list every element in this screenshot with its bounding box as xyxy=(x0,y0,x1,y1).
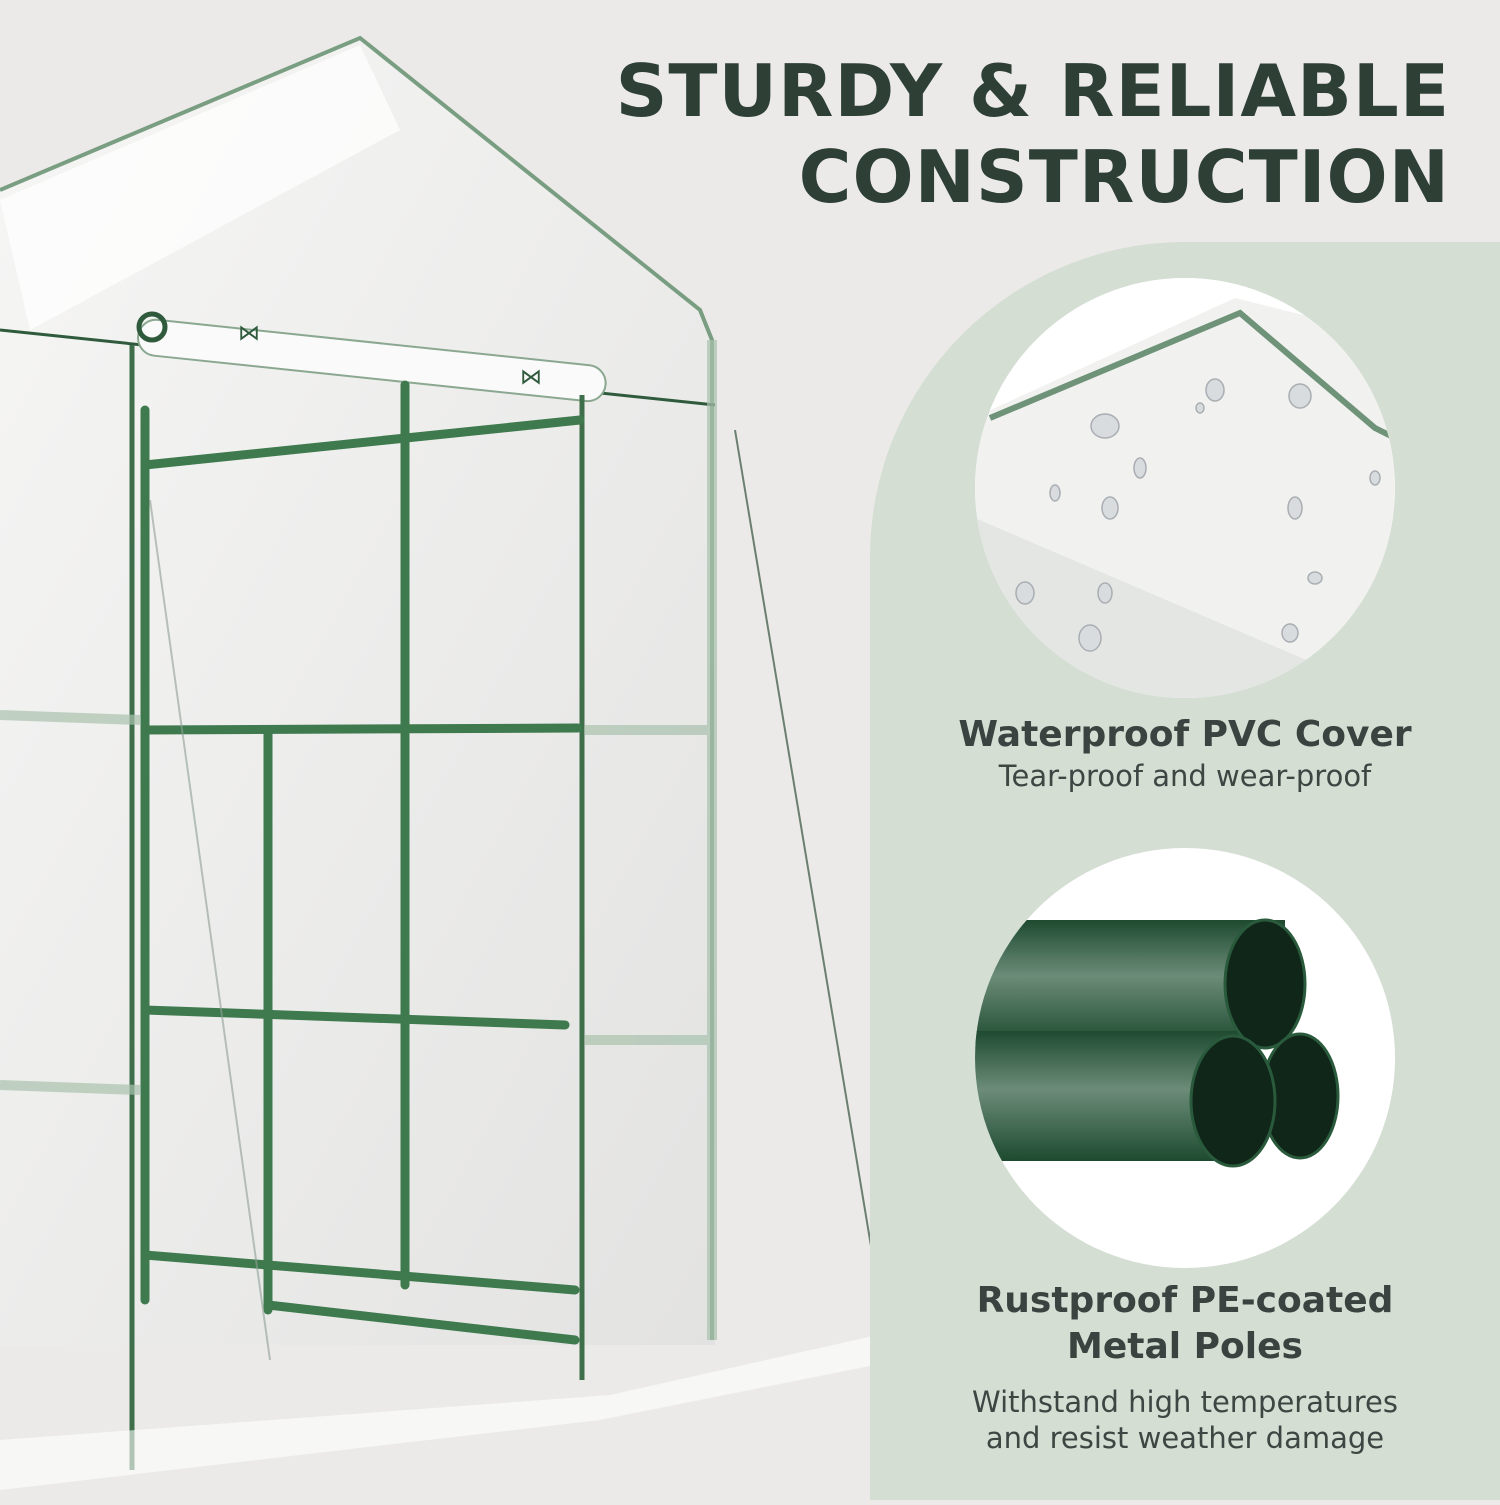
feature-description: Tear-proof and wear-proof xyxy=(998,759,1372,793)
feature-title: Waterproof PVC Cover xyxy=(958,714,1412,755)
page-title: STURDY & RELIABLE CONSTRUCTION xyxy=(616,48,1450,220)
feature-title-line-1: Rustproof PE-coated xyxy=(976,1280,1394,1321)
feature-metal-poles: Rustproof PE-coated Metal Poles Withstan… xyxy=(870,1278,1500,1456)
pvc-cover-closeup-image xyxy=(975,278,1395,698)
svg-text:⋈: ⋈ xyxy=(520,364,542,389)
feature-description-line-1: Withstand high temperatures xyxy=(972,1385,1398,1419)
feature-pvc-cover: Waterproof PVC Cover Tear-proof and wear… xyxy=(870,712,1500,794)
metal-poles-image xyxy=(975,848,1395,1268)
greenhouse-image: ⋈ ⋈ xyxy=(0,35,900,1490)
feature-description-line-2: and resist weather damage xyxy=(985,1421,1385,1455)
greenhouse-illustration: ⋈ ⋈ xyxy=(0,35,900,1490)
metal-pipes-icon xyxy=(975,918,1340,1168)
title-line-2: CONSTRUCTION xyxy=(798,135,1450,219)
water-droplets-icon xyxy=(975,278,1395,698)
title-line-1: STURDY & RELIABLE xyxy=(615,49,1450,133)
feature-title-line-2: Metal Poles xyxy=(1067,1326,1303,1367)
svg-text:⋈: ⋈ xyxy=(238,320,260,345)
